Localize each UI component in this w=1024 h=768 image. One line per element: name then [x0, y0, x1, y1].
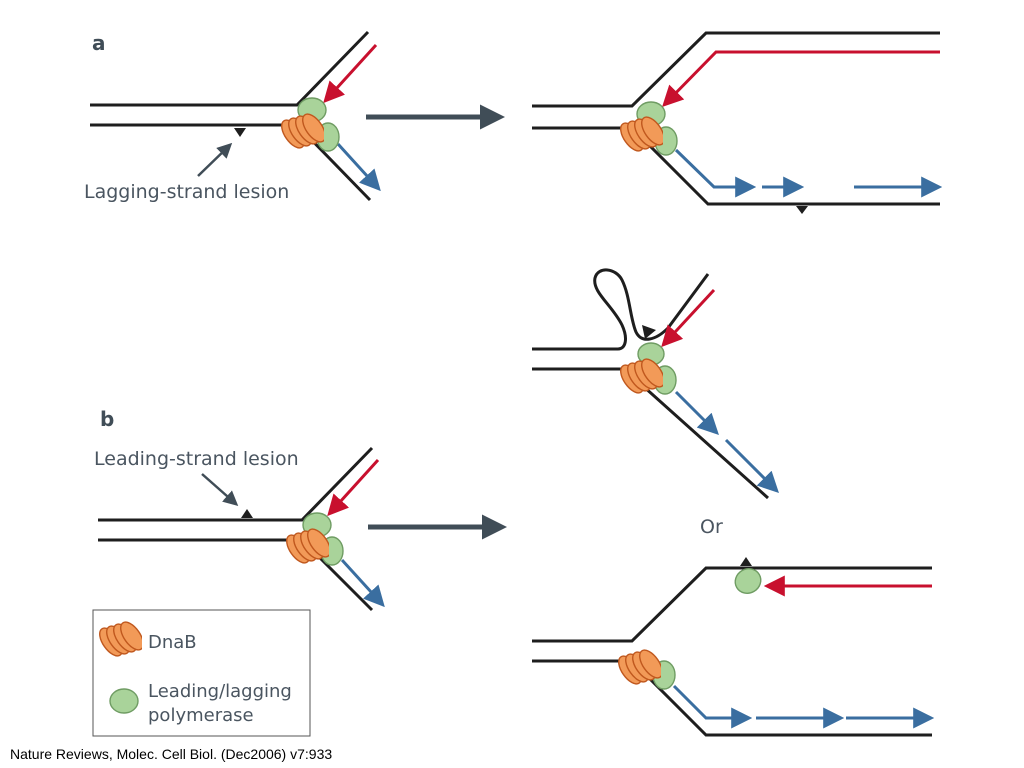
parental-strand-bottom	[532, 126, 940, 206]
citation: Nature Reviews, Molec. Cell Biol. (Dec20…	[10, 746, 333, 762]
panel-a-fork-right	[532, 31, 943, 214]
lesion-marker	[796, 206, 808, 214]
polymerase-restart	[734, 568, 762, 594]
lagging-strand-lesion-label: Lagging-strand lesion	[84, 181, 289, 203]
parental-strand-top	[532, 31, 940, 108]
legend: DnaB Leading/lagging polymerase	[92, 609, 311, 737]
lesion-pointer	[201, 473, 239, 506]
panel-b-fork-left: Leading-strand lesion	[94, 446, 385, 612]
leading-strand-lesion-label: Leading-strand lesion	[94, 448, 299, 470]
legend-polymerase-label-line2: polymerase	[148, 705, 254, 726]
panel-a-fork-left: Lagging-strand lesion	[84, 30, 381, 203]
parental-strand-top	[98, 446, 374, 522]
panel-b-label: b	[100, 407, 114, 431]
lagging-strand-arrow	[674, 148, 757, 198]
lesion-marker	[642, 325, 656, 339]
okazaki-fragment-arrow	[724, 438, 779, 493]
or-label: Or	[700, 516, 723, 538]
parental-strand-top-loop	[532, 268, 710, 351]
panel-b-outcome-loop	[532, 268, 779, 500]
leading-strand-arrow	[662, 50, 940, 107]
parental-strand-top	[532, 566, 932, 643]
lagging-strand-arrow	[674, 390, 719, 435]
lesion-marker	[234, 128, 246, 137]
leading-strand-arrow	[327, 458, 380, 517]
lesion-pointer	[197, 142, 233, 177]
leading-strand-arrow	[661, 288, 716, 348]
lagging-strand-arrow	[672, 684, 753, 729]
parental-strand-top	[90, 30, 370, 107]
lagging-strand-arrow	[340, 558, 385, 608]
panel-a-label: a	[92, 31, 106, 55]
parental-strand-bottom	[532, 659, 932, 737]
legend-dnab-label: DnaB	[148, 632, 197, 653]
lagging-strand-arrow	[336, 142, 381, 192]
legend-polymerase-label-line1: Leading/lagging	[148, 681, 292, 702]
leading-strand-arrow	[323, 43, 378, 104]
lesion-marker	[241, 509, 253, 518]
panel-b-outcome-restart	[532, 557, 935, 737]
lesion-marker	[740, 557, 752, 566]
polymerase-legend-icon	[109, 688, 139, 714]
